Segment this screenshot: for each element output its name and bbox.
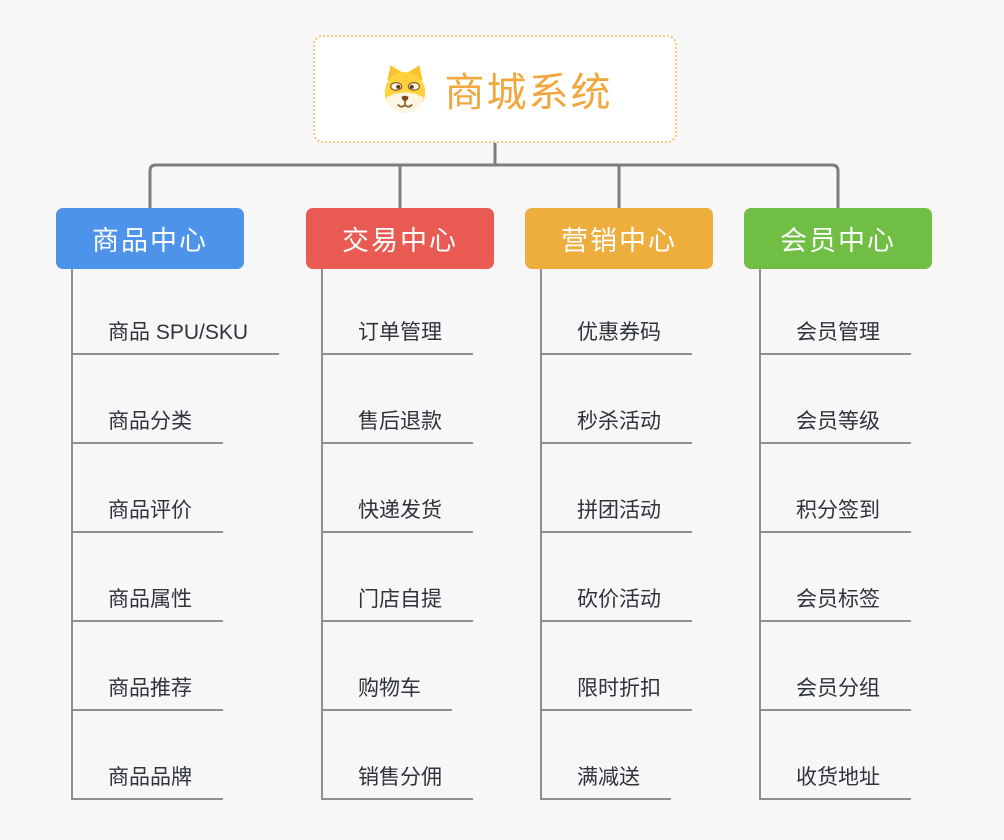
- leaf-row: 商品属性: [72, 533, 279, 622]
- leaf-row: 门店自提: [322, 533, 473, 622]
- leaf-node[interactable]: 限时折扣: [541, 672, 692, 711]
- branch-children: 订单管理售后退款快递发货门店自提购物车销售分佣: [322, 266, 473, 800]
- leaf-row: 销售分佣: [322, 711, 473, 800]
- leaf-row: 优惠券码: [541, 266, 692, 355]
- leaf-row: 砍价活动: [541, 533, 692, 622]
- leaf-node[interactable]: 门店自提: [322, 583, 473, 622]
- branch-label: 交易中心: [342, 226, 458, 256]
- leaf-node[interactable]: 售后退款: [322, 405, 473, 444]
- leaf-node[interactable]: 会员等级: [760, 405, 911, 444]
- leaf-row: 售后退款: [322, 355, 473, 444]
- leaf-node[interactable]: 商品品牌: [72, 761, 223, 800]
- branch-node-4[interactable]: 会员中心: [744, 208, 932, 269]
- leaf-node[interactable]: 快递发货: [322, 494, 473, 533]
- leaf-node[interactable]: 销售分佣: [322, 761, 473, 800]
- leaf-row: 会员管理: [760, 266, 911, 355]
- branch-node-1[interactable]: 商品中心: [56, 208, 244, 269]
- leaf-row: 购物车: [322, 622, 473, 711]
- branch-connector-line: [71, 269, 73, 800]
- leaf-node[interactable]: 秒杀活动: [541, 405, 692, 444]
- branch-label: 营销中心: [561, 226, 677, 256]
- branch-node-3[interactable]: 营销中心: [525, 208, 713, 269]
- branch-children: 优惠券码秒杀活动拼团活动砍价活动限时折扣满减送: [541, 266, 692, 800]
- leaf-node[interactable]: 收货地址: [760, 761, 911, 800]
- leaf-row: 商品 SPU/SKU: [72, 266, 280, 355]
- leaf-node[interactable]: 订单管理: [322, 316, 473, 355]
- leaf-row: 收货地址: [760, 711, 911, 800]
- branch-connector-line: [321, 269, 323, 800]
- leaf-node[interactable]: 积分签到: [760, 494, 911, 533]
- leaf-row: 满减送: [541, 711, 692, 800]
- leaf-row: 秒杀活动: [541, 355, 692, 444]
- leaf-node[interactable]: 会员管理: [760, 316, 911, 355]
- leaf-node[interactable]: 满减送: [541, 761, 671, 800]
- leaf-node[interactable]: 商品推荐: [72, 672, 223, 711]
- leaf-row: 商品推荐: [72, 622, 279, 711]
- leaf-row: 拼团活动: [541, 444, 692, 533]
- branch-label: 会员中心: [780, 226, 896, 256]
- leaf-row: 会员等级: [760, 355, 911, 444]
- dog-face-icon: [384, 65, 425, 113]
- leaf-row: 订单管理: [322, 266, 473, 355]
- leaf-row: 会员分组: [760, 622, 911, 711]
- root-node[interactable]: 商城系统: [313, 35, 677, 143]
- leaf-node[interactable]: 会员标签: [760, 583, 911, 622]
- root-title: 商城系统: [444, 71, 613, 115]
- leaf-node[interactable]: 砍价活动: [541, 583, 692, 622]
- branch-connector-line: [540, 269, 542, 800]
- leaf-node[interactable]: 商品属性: [72, 583, 223, 622]
- leaf-row: 限时折扣: [541, 622, 692, 711]
- leaf-node[interactable]: 购物车: [322, 672, 452, 711]
- leaf-row: 商品评价: [72, 444, 279, 533]
- leaf-row: 会员标签: [760, 533, 911, 622]
- leaf-node[interactable]: 商品 SPU/SKU: [72, 316, 280, 355]
- branch-connector-line: [759, 269, 761, 800]
- leaf-row: 商品品牌: [72, 711, 279, 800]
- leaf-row: 快递发货: [322, 444, 473, 533]
- branch-node-2[interactable]: 交易中心: [306, 208, 494, 269]
- leaf-node[interactable]: 会员分组: [760, 672, 911, 711]
- leaf-node[interactable]: 商品分类: [72, 405, 223, 444]
- branch-children: 会员管理会员等级积分签到会员标签会员分组收货地址: [760, 266, 911, 800]
- branch-children: 商品 SPU/SKU 商品分类商品评价商品属性商品推荐商品品牌: [72, 266, 280, 800]
- branch-label: 商品中心: [92, 226, 208, 256]
- leaf-node[interactable]: 商品评价: [72, 494, 223, 533]
- leaf-node[interactable]: 优惠券码: [541, 316, 692, 355]
- leaf-node[interactable]: 拼团活动: [541, 494, 692, 533]
- leaf-row: 积分签到: [760, 444, 911, 533]
- leaf-row: 商品分类: [72, 355, 279, 444]
